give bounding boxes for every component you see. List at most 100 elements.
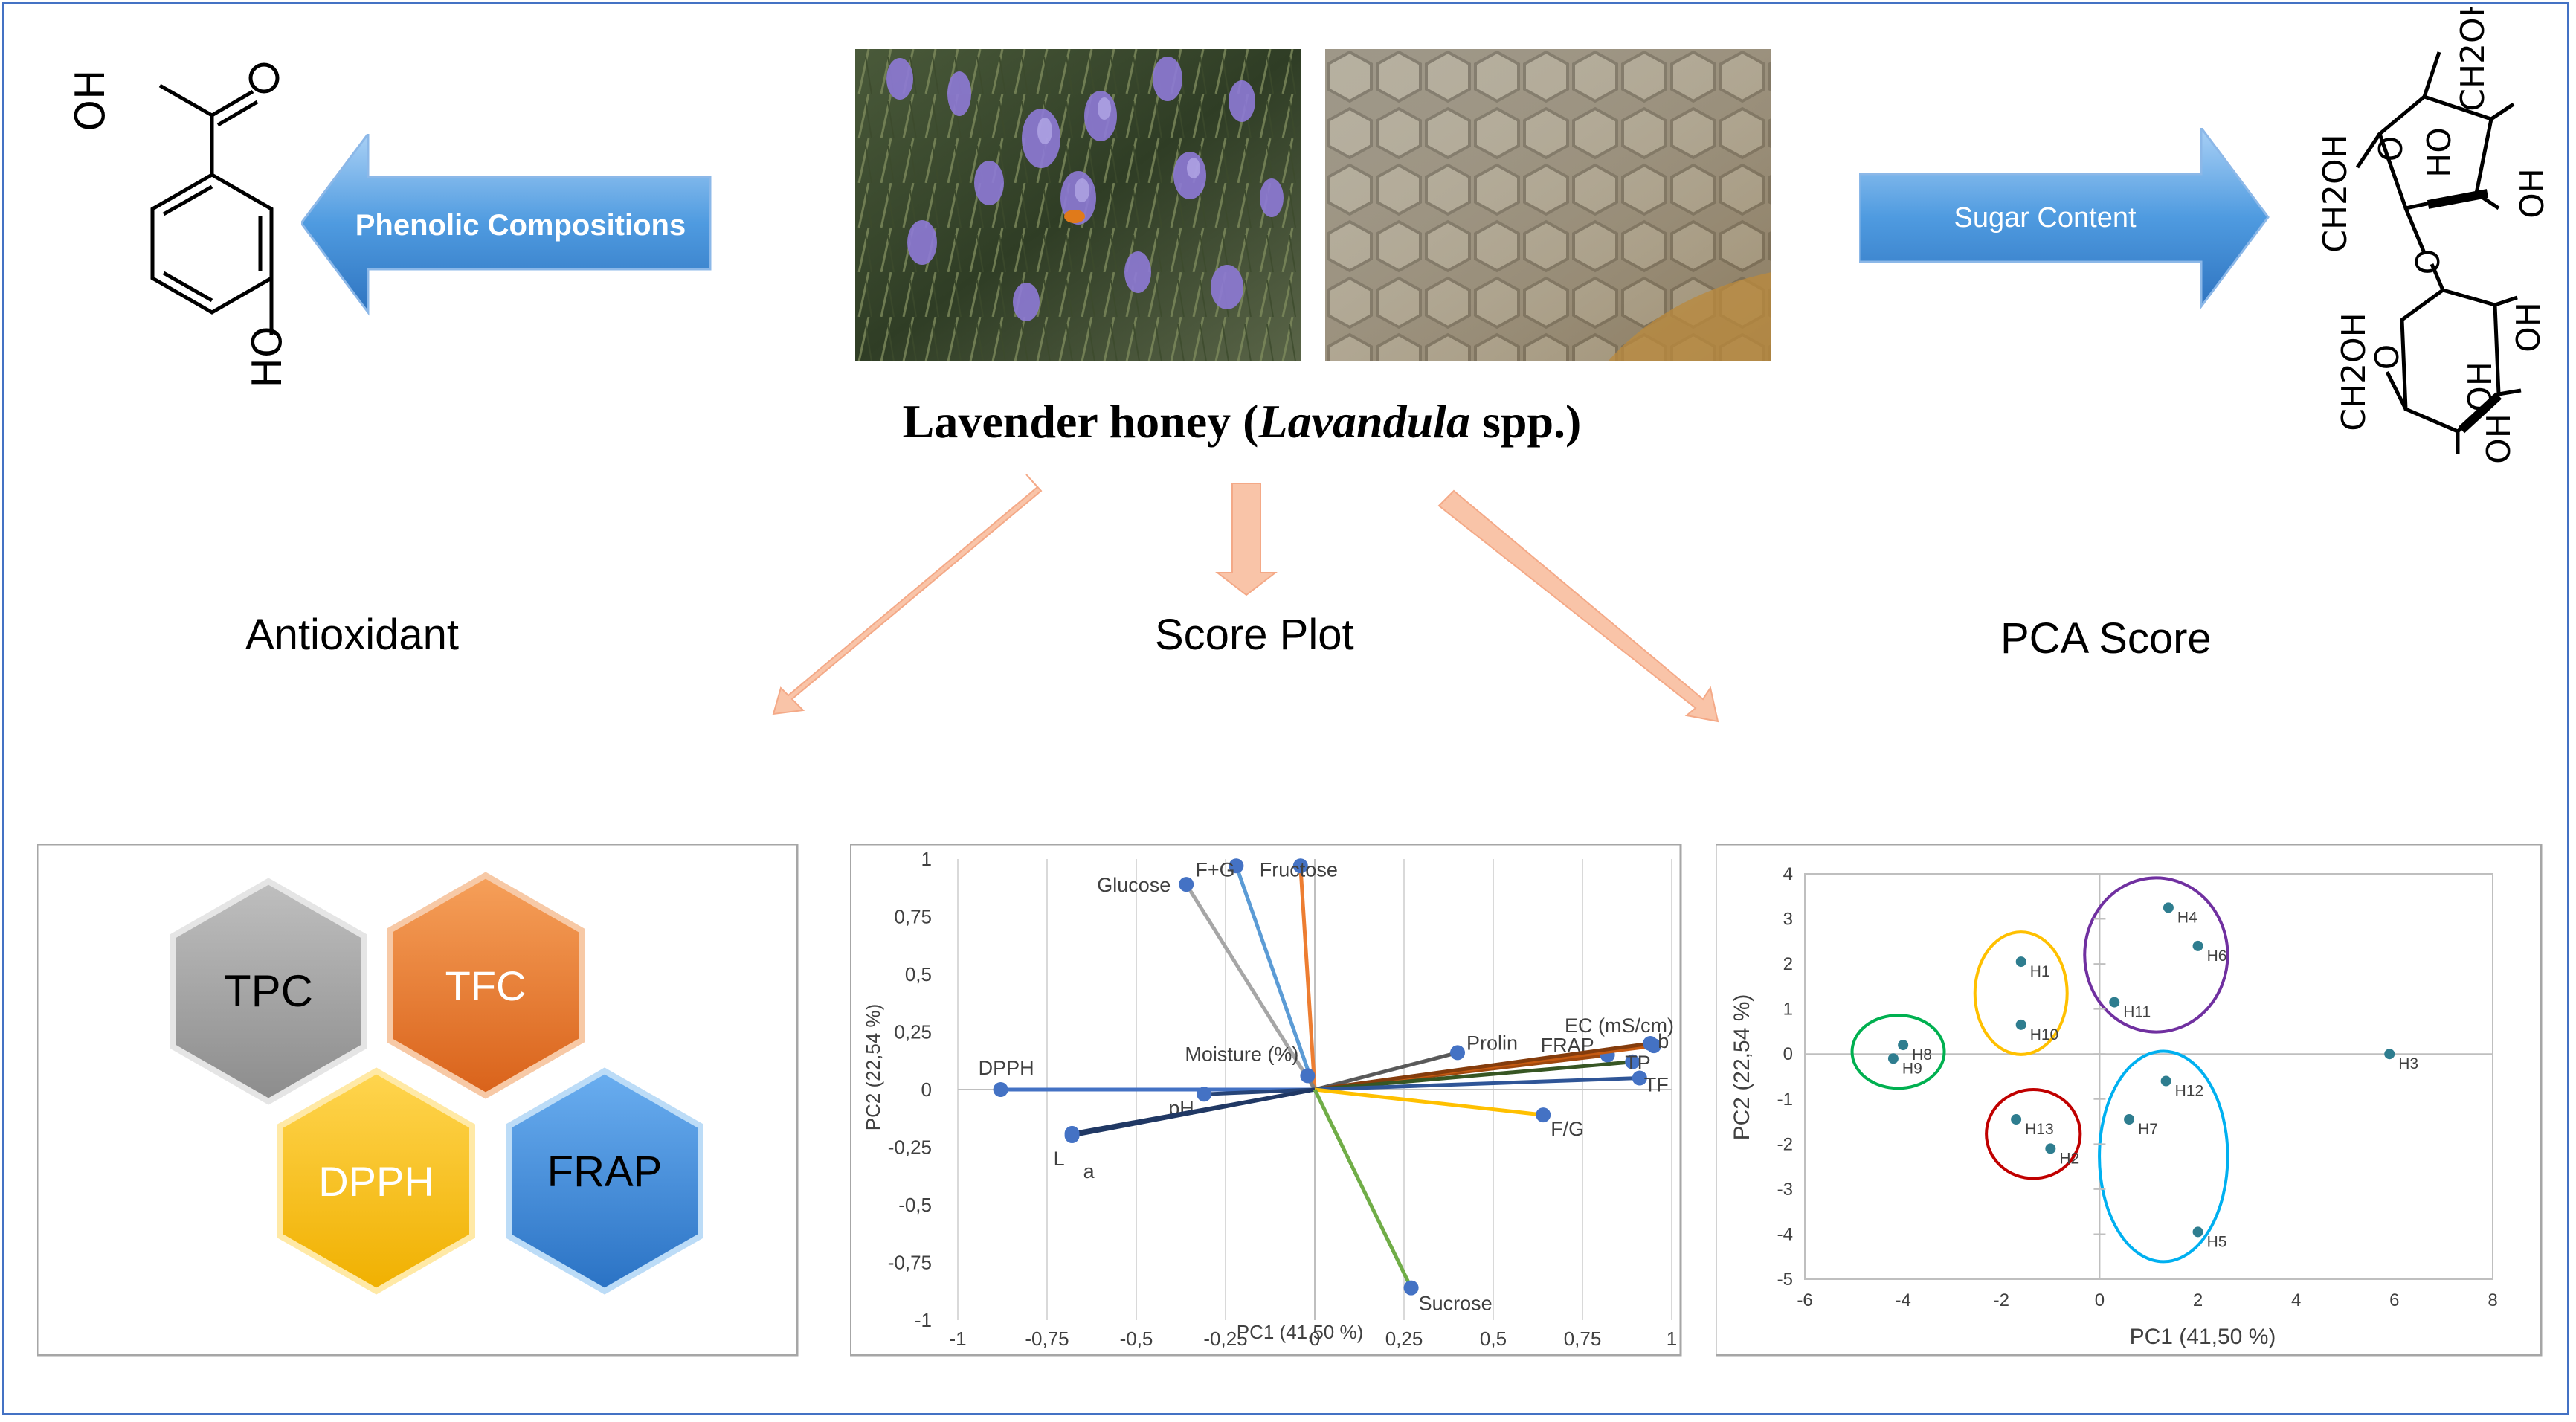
pca-y-tick: 3 bbox=[1783, 910, 1793, 930]
pca-point-label-h6: H6 bbox=[2207, 948, 2227, 965]
svg-text:O: O bbox=[2409, 249, 2447, 275]
pca-plot-border bbox=[1716, 844, 2543, 1357]
vector-point-ph bbox=[1197, 1087, 1212, 1102]
vector-label-l: L bbox=[1054, 1148, 1065, 1170]
pca-point-label-h5: H5 bbox=[2207, 1233, 2227, 1250]
pca-point-h10 bbox=[2015, 1019, 2026, 1030]
pca-y-tick: -5 bbox=[1777, 1270, 1793, 1290]
pca-y-tick: -2 bbox=[1777, 1134, 1793, 1154]
pca-point-label-h4: H4 bbox=[2177, 909, 2197, 926]
sucrose-structure: O O O CH2OH CH2OH CH2OH HO OH OH OH OH bbox=[2316, 7, 2551, 464]
vector-sucrose bbox=[1313, 1088, 1413, 1289]
pca-point-h6 bbox=[2192, 940, 2203, 951]
phenolic-arrow: Phenolic Compositions bbox=[301, 134, 712, 316]
honeycomb-photo bbox=[1325, 49, 1771, 361]
pca-point-h3 bbox=[2384, 1049, 2395, 1060]
pca-point-h8 bbox=[1898, 1040, 1909, 1051]
loading-y-tick: 1 bbox=[921, 848, 932, 870]
pca-point-label-h13: H13 bbox=[2025, 1121, 2054, 1138]
pca-point-label-h1: H1 bbox=[2030, 963, 2050, 980]
loading-x-tick: 1 bbox=[1667, 1328, 1677, 1350]
ho-label-bottom: HO bbox=[244, 326, 283, 387]
svg-text:OH: OH bbox=[2461, 361, 2499, 412]
vector-point-dpph bbox=[993, 1082, 1008, 1097]
svg-text:OH: OH bbox=[2510, 302, 2548, 353]
loading-y-tick: 0,5 bbox=[905, 963, 932, 985]
pca-point-h7 bbox=[2124, 1114, 2135, 1125]
pca-y-tick: 1 bbox=[1783, 1000, 1793, 1020]
pca-x-tick: -6 bbox=[1797, 1290, 1812, 1310]
pca-y-tick: 2 bbox=[1783, 954, 1793, 974]
loading-x-tick: -1 bbox=[949, 1328, 966, 1350]
pca-point-h1 bbox=[2015, 956, 2026, 968]
pca-point-label-h7: H7 bbox=[2138, 1121, 2158, 1138]
vector-label-fructose: Fructose bbox=[1260, 858, 1338, 881]
antioxidant-hexagon-panel: TPC TFC DPPH FRAP bbox=[37, 844, 799, 1357]
loading-x-tick: 0,25 bbox=[1385, 1328, 1423, 1350]
vector-point-f-g bbox=[1229, 858, 1244, 874]
vector-tp bbox=[1314, 1060, 1633, 1092]
pca-point-label-h12: H12 bbox=[2175, 1083, 2204, 1100]
hex-frap: FRAP bbox=[506, 1067, 703, 1295]
pca-y-tick: 0 bbox=[1783, 1044, 1793, 1064]
pca-x-tick: 4 bbox=[2291, 1290, 2301, 1310]
vector-label-b: b bbox=[1658, 1030, 1669, 1052]
vector-f-g bbox=[1234, 865, 1317, 1090]
pca-point-label-h11: H11 bbox=[2123, 1004, 2151, 1021]
loading-y-tick: -0,75 bbox=[888, 1252, 932, 1274]
vector-point-sucrose bbox=[1403, 1280, 1419, 1296]
vector-point-tf bbox=[1632, 1070, 1647, 1086]
loading-x-tick: 0 bbox=[1310, 1328, 1320, 1350]
pca-y-tick: 4 bbox=[1783, 864, 1793, 884]
svg-text:TPC: TPC bbox=[224, 966, 313, 1016]
svg-text:CH2OH: CH2OH bbox=[2316, 134, 2354, 253]
vector-label-f-g: F+G bbox=[1195, 858, 1234, 881]
pca-point-label-h10: H10 bbox=[2030, 1026, 2059, 1043]
pca-point-h12 bbox=[2160, 1075, 2171, 1087]
pca-cluster-ellipse bbox=[2098, 1049, 2229, 1264]
fructose-ring bbox=[2377, 94, 2493, 210]
pca-y-tick: -3 bbox=[1777, 1180, 1793, 1200]
vector-prolin bbox=[1314, 1050, 1458, 1092]
svg-text:O: O bbox=[2372, 136, 2410, 162]
loading-y-tick: -0,5 bbox=[898, 1194, 932, 1216]
svg-text:HO: HO bbox=[2421, 127, 2459, 178]
main-title: Lavender honey (Lavandula spp.) bbox=[902, 395, 1582, 448]
pca-cluster-ellipse bbox=[2083, 876, 2229, 1034]
vector-label-prolin: Prolin bbox=[1466, 1032, 1518, 1054]
vector-label-sucrose: Sucrose bbox=[1419, 1293, 1493, 1315]
svg-text:TFC: TFC bbox=[445, 962, 527, 1009]
loading-plot-y-label: PC2 (22,54 %) bbox=[862, 1004, 884, 1131]
loading-x-tick: 0,5 bbox=[1480, 1328, 1507, 1350]
loading-x-tick: -0,75 bbox=[1025, 1328, 1069, 1350]
vector-label-glucose: Glucose bbox=[1097, 874, 1171, 896]
pca-x-tick: 8 bbox=[2488, 1290, 2497, 1310]
svg-text:O: O bbox=[2369, 344, 2406, 370]
pca-plot-x-label: PC1 (41,50 %) bbox=[2130, 1325, 2276, 1349]
vector-point-a bbox=[1064, 1125, 1080, 1141]
vector-ph bbox=[1204, 1087, 1316, 1096]
svg-text:CH2OH: CH2OH bbox=[2335, 312, 2373, 431]
hex-tpc: TPC bbox=[170, 878, 367, 1105]
svg-text:DPPH: DPPH bbox=[318, 1158, 434, 1205]
pca-point-h4 bbox=[2163, 902, 2174, 913]
hex-tfc: TFC bbox=[387, 872, 585, 1099]
vector-point-moisture bbox=[1300, 1068, 1316, 1084]
vector-point-prolin bbox=[1450, 1045, 1465, 1061]
vector-point-b bbox=[1643, 1036, 1658, 1051]
vector-label-ec-ms-cm: EC (mS/cm) bbox=[1565, 1014, 1674, 1037]
pca-x-tick: -4 bbox=[1895, 1290, 1910, 1310]
pca-x-tick: 2 bbox=[2193, 1290, 2203, 1310]
pca-cluster-ellipse bbox=[1850, 1014, 1946, 1090]
vector-f-g bbox=[1314, 1087, 1544, 1117]
pca-point-h2 bbox=[2045, 1143, 2056, 1154]
vector-b bbox=[1314, 1041, 1651, 1092]
pca-point-label-h9: H9 bbox=[1902, 1060, 1922, 1077]
hydroxybenzoic-acid-structure: OH HO bbox=[67, 62, 283, 388]
svg-text:FRAP: FRAP bbox=[547, 1148, 663, 1196]
pca-cluster-ellipse bbox=[1973, 930, 2069, 1056]
vector-a bbox=[1072, 1087, 1316, 1136]
